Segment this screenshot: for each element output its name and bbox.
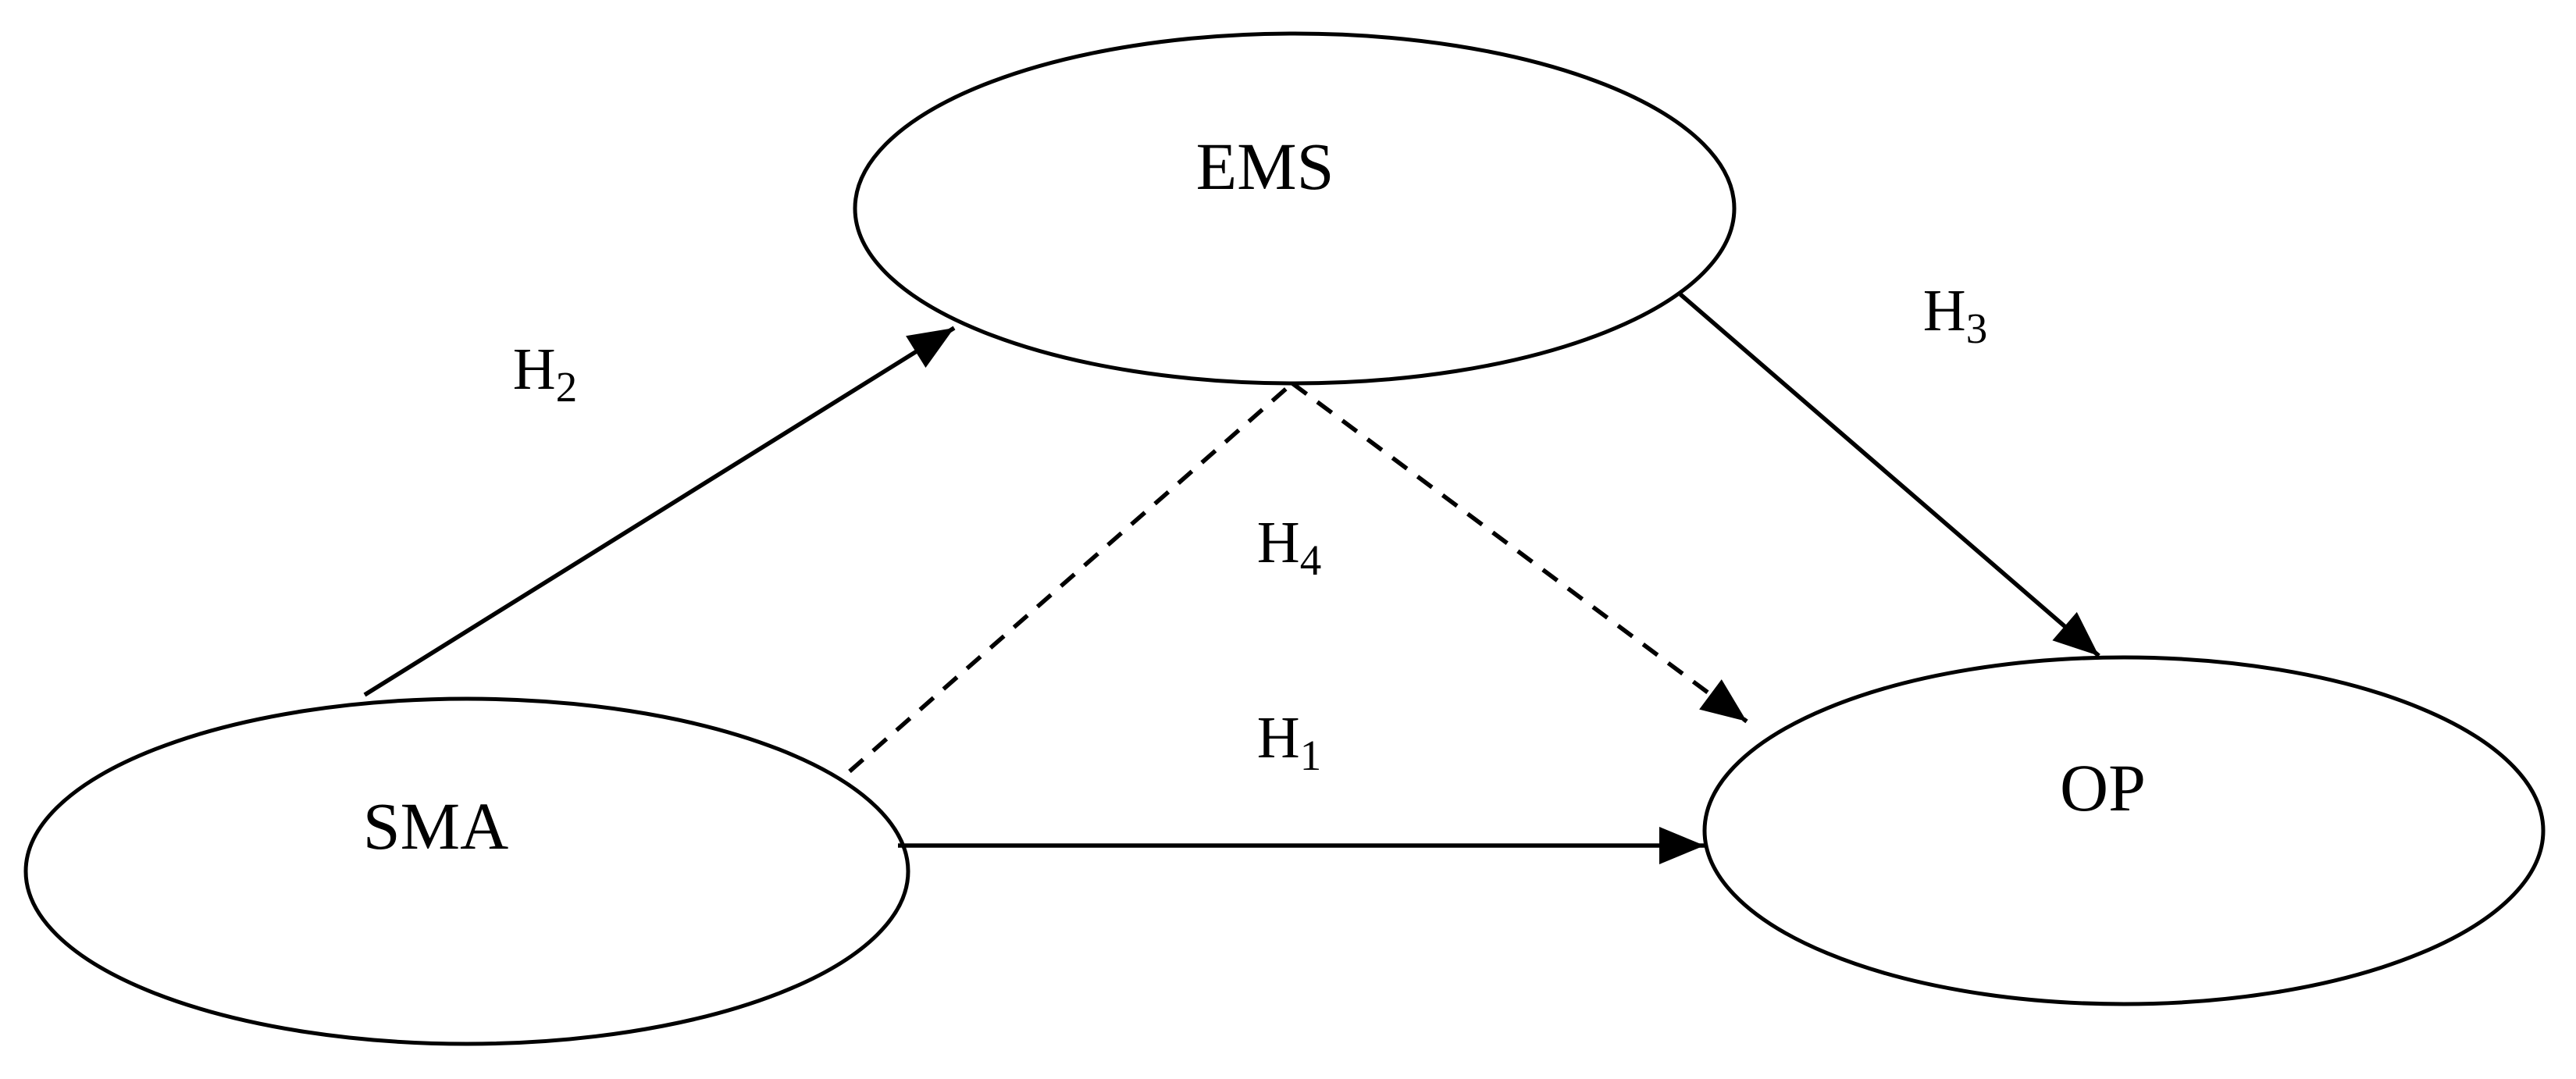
edge-label-h3: H3 [1923,278,1987,352]
node-ellipse-ems [853,31,1737,386]
edge-h4-sma-to-ems-dashed [848,381,1294,774]
node-ellipse-sma [23,696,910,1046]
edge-label-h3-letter: H [1923,278,1966,344]
edge-label-h1-subscript: 1 [1300,732,1322,779]
node-label-op: OP [2060,750,2146,825]
edge-label-h3-subscript: 3 [1966,304,1988,352]
node-ellipse-op [1702,655,2546,1006]
edge-h3-ems-to-op [1679,292,2100,658]
edge-h2-sma-to-ems [363,326,956,697]
edge-label-h4-subscript: 4 [1300,536,1322,584]
edge-h4-ems-to-op-dashed [1291,381,1748,724]
edge-label-h2: H2 [513,337,577,411]
node-label-sma: SMA [363,789,508,864]
edge-label-h1-letter: H [1257,705,1300,771]
edge-label-h4: H4 [1257,510,1321,584]
edge-label-h1: H1 [1257,705,1321,779]
node-label-ems: EMS [1196,129,1334,204]
edge-label-h2-subscript: 2 [556,363,578,411]
edge-label-h2-letter: H [513,337,556,402]
edge-label-h4-letter: H [1257,510,1300,575]
